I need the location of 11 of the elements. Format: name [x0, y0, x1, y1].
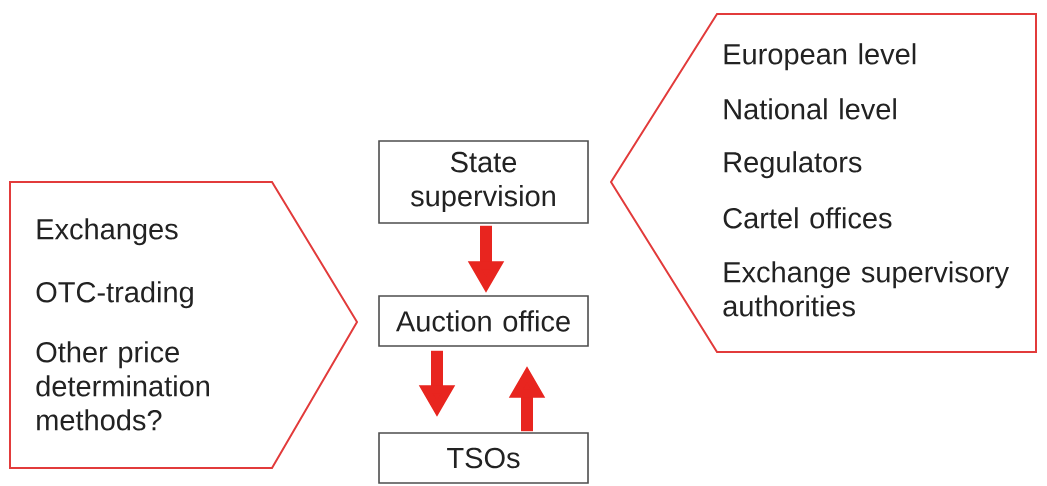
- list-item: Regulators: [724, 151, 862, 179]
- text-box: TSOs: [378, 432, 589, 484]
- list-item: Cartel offices: [723, 207, 892, 229]
- list-item: OTC-trading: [36, 281, 193, 309]
- list-item: Exchanges: [37, 218, 178, 246]
- text-box: Auction office: [378, 295, 589, 347]
- list-item: National level: [724, 98, 896, 120]
- list-item: Other price determination methods?: [36, 341, 209, 431]
- list-item: European level: [724, 43, 916, 71]
- text-box: State supervision: [378, 140, 589, 224]
- list-item: Exchange supervisory authorities: [723, 261, 1009, 317]
